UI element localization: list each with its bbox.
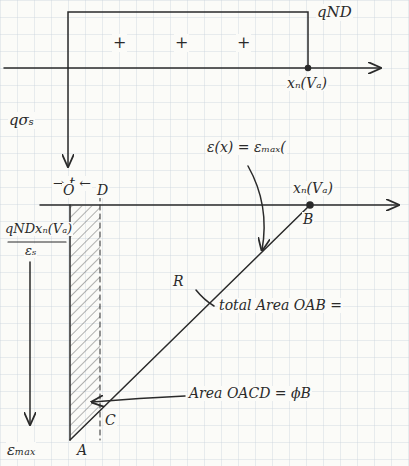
plus-sign: + [174,34,189,52]
field-equation: ε(x) = εₘₐₓ( [206,140,287,155]
field-numerator: qNDxₙ(Vₐ) [4,222,73,236]
point-label: A [76,443,88,458]
point-label: D [96,183,109,198]
surface-charge: qσₛ [8,112,35,129]
plus-sign: + [112,34,127,52]
area-note: total Area OAB = [218,298,343,313]
origin-label: O [62,183,75,198]
area-note: Area OACD = ϕB [188,386,312,401]
line-label: R [172,274,185,289]
point-label: B [302,212,314,227]
depletion-edge: xₙ(Vₐ) [286,76,328,91]
max-field: εₘₐₓ [6,442,36,459]
charge-density: qND [316,4,353,21]
depletion-edge: xₙ(Vₐ) [292,181,334,196]
plus-sign: + [236,34,251,52]
field-denominator: εₛ [24,244,37,258]
point-label: C [104,413,117,428]
